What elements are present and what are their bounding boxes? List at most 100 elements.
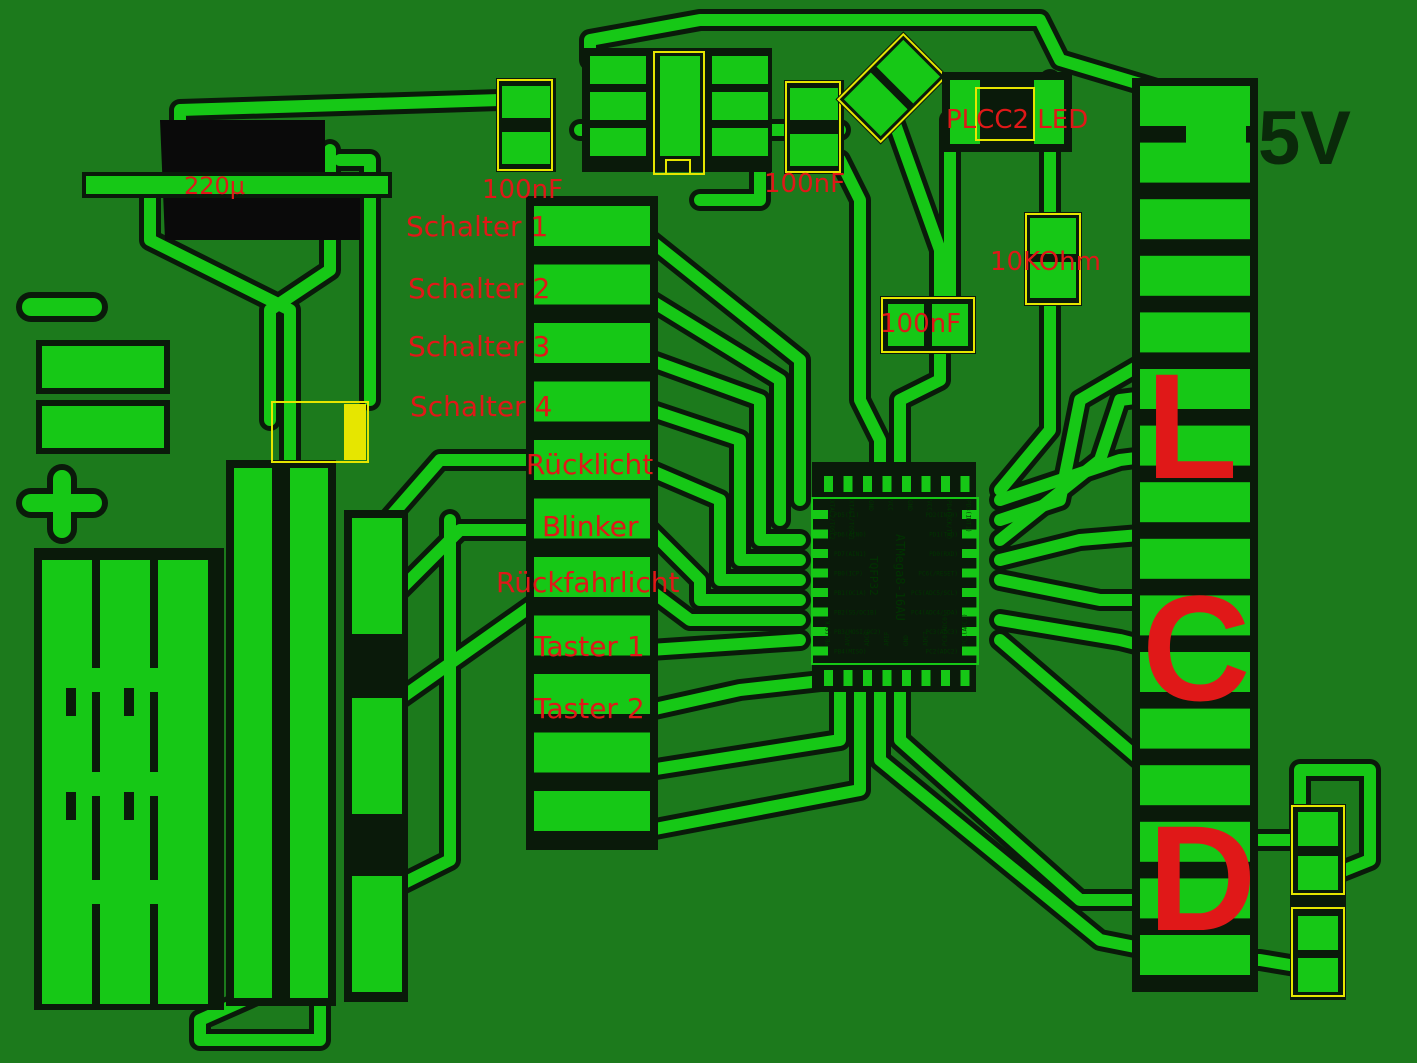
signal-connector <box>526 196 658 850</box>
chip-pin-right <box>962 588 978 597</box>
chip-pin-top <box>902 476 911 492</box>
pin-label: PC1(ADC1) <box>962 613 969 646</box>
lcd-pad <box>1140 482 1250 523</box>
pin-label: PC0(ADC0) <box>942 613 949 646</box>
capacitor-100nf-1 <box>496 78 556 172</box>
pin-label: PD0(RXD) <box>929 551 958 558</box>
pin-label: AVCC <box>845 631 852 646</box>
chip-pin-right <box>962 529 978 539</box>
chip-pin-left <box>812 549 828 558</box>
pin-label: ADC7 <box>923 631 930 646</box>
pin-label: GND <box>867 500 874 511</box>
chip-pin-left <box>812 646 828 656</box>
chip-pin-bottom <box>824 670 833 686</box>
pin-label: GND <box>903 635 910 646</box>
lcd-pad <box>1140 595 1250 636</box>
chip-pin-left <box>812 588 828 597</box>
pin-label: ADC6 <box>864 631 871 646</box>
connector-label: Rücklicht <box>526 448 653 481</box>
atmega8-chip: PD5(T1)PD6(AIN0)PD7(AIN1)PB0(ICP)PB1(OC1… <box>811 462 979 692</box>
resistor-label: 10KOhm <box>990 247 1101 277</box>
power-pads <box>16 172 392 544</box>
signal-pad <box>534 440 650 480</box>
chip-pin-bottom <box>902 670 911 686</box>
power-connector-block <box>34 460 408 1010</box>
connector-label: Schalter 3 <box>408 330 550 363</box>
chip-pin-bottom <box>863 670 872 686</box>
resistor-10k <box>1024 212 1082 306</box>
chip-pin-top <box>941 476 950 492</box>
lcd-pad <box>1140 538 1250 579</box>
lcd-letter-d: D <box>1148 794 1256 962</box>
pin-label: PC3(ADC3) <box>925 629 958 636</box>
chip-name: ATMega8-16AU <box>893 534 907 621</box>
cap-100nf-1-label: 100nF <box>482 175 563 205</box>
chip-pin-bottom <box>921 670 931 686</box>
chip-pin-right <box>962 607 978 617</box>
lcd-pad <box>1140 765 1250 806</box>
signal-pad <box>534 264 650 305</box>
lcd-pad <box>1140 199 1250 240</box>
chip-pin-right <box>962 627 978 636</box>
pin-label: PD6(AIN0) <box>834 532 867 539</box>
signal-pad <box>534 791 650 831</box>
lcd-pad <box>1140 142 1250 183</box>
chip-pin-bottom <box>960 670 970 686</box>
cap-220-label: 220µ <box>184 172 245 200</box>
lcd-pad <box>1140 369 1250 409</box>
pin-label: PB2(SS/OC1B) <box>834 610 877 617</box>
pin-label: PC4(ADC4/SDA) <box>911 610 958 617</box>
chip-pin-right <box>962 568 978 578</box>
lcd-pad <box>1140 312 1250 353</box>
pin-label: PD1(TXD) <box>929 532 958 539</box>
crystal-component <box>835 31 949 145</box>
led-label: PLCC2 LED <box>946 105 1088 135</box>
signal-pad <box>534 498 650 539</box>
connector-label: Schalter 4 <box>410 390 552 423</box>
lcd-pad <box>1140 425 1250 466</box>
pin-label: XTAL1/TOSC1 <box>848 500 855 540</box>
pin-label: PB1(OC1A) <box>834 590 867 597</box>
chip-pin-top <box>960 476 970 492</box>
connector-label: Schalter 1 <box>406 210 548 243</box>
pin-label: VCC <box>887 500 894 511</box>
regulator <box>582 48 772 175</box>
lcd-pad <box>1140 255 1250 296</box>
chip-pin-left <box>812 568 828 578</box>
chip-pin-right <box>962 549 978 558</box>
lcd-pad <box>1140 935 1250 975</box>
signal-pad <box>534 674 650 714</box>
chip-pin-top <box>882 476 892 492</box>
chip-pin-top <box>843 476 853 492</box>
pin-label: PB4(MISO) <box>834 649 867 656</box>
chip-pin-bottom <box>843 670 853 686</box>
lcd-letter-l: L <box>1146 342 1238 510</box>
connector-label: Blinker <box>542 510 639 543</box>
lcd-pad <box>1140 878 1250 919</box>
pin-label: GND <box>906 500 913 511</box>
connector-label: Taster 1 <box>533 630 645 663</box>
chip-pin-right <box>962 510 978 519</box>
pin-label: PD2(INT0) <box>925 512 958 519</box>
lcd-pad <box>1140 821 1250 862</box>
lcd-letter-c: C <box>1142 564 1250 732</box>
signal-pad <box>534 615 650 656</box>
pin-label: PD7(AIN1) <box>834 551 867 558</box>
small-header <box>1290 804 1346 1000</box>
chip-pin-left <box>812 529 828 539</box>
chip-pin-left <box>812 607 828 617</box>
signal-pad <box>534 732 650 773</box>
capacitor-100nf-3 <box>880 296 976 354</box>
chip-package: TQFP32 <box>867 556 880 596</box>
pin-label: PC2(ADC2) <box>925 649 958 656</box>
capacitor-100nf-2 <box>784 80 844 174</box>
connector-label: Schalter 2 <box>408 272 550 305</box>
cap-100nf-3-label: 100nF <box>880 309 961 339</box>
pin-label: PD4(XCK/T0) <box>945 500 952 540</box>
signal-pad <box>534 206 650 246</box>
connector-label: Rückfahrlicht <box>496 566 680 599</box>
chip-pin-left <box>812 627 828 636</box>
chip-pin-top <box>921 476 931 492</box>
pin-label: PB5(SCK) <box>825 617 832 646</box>
